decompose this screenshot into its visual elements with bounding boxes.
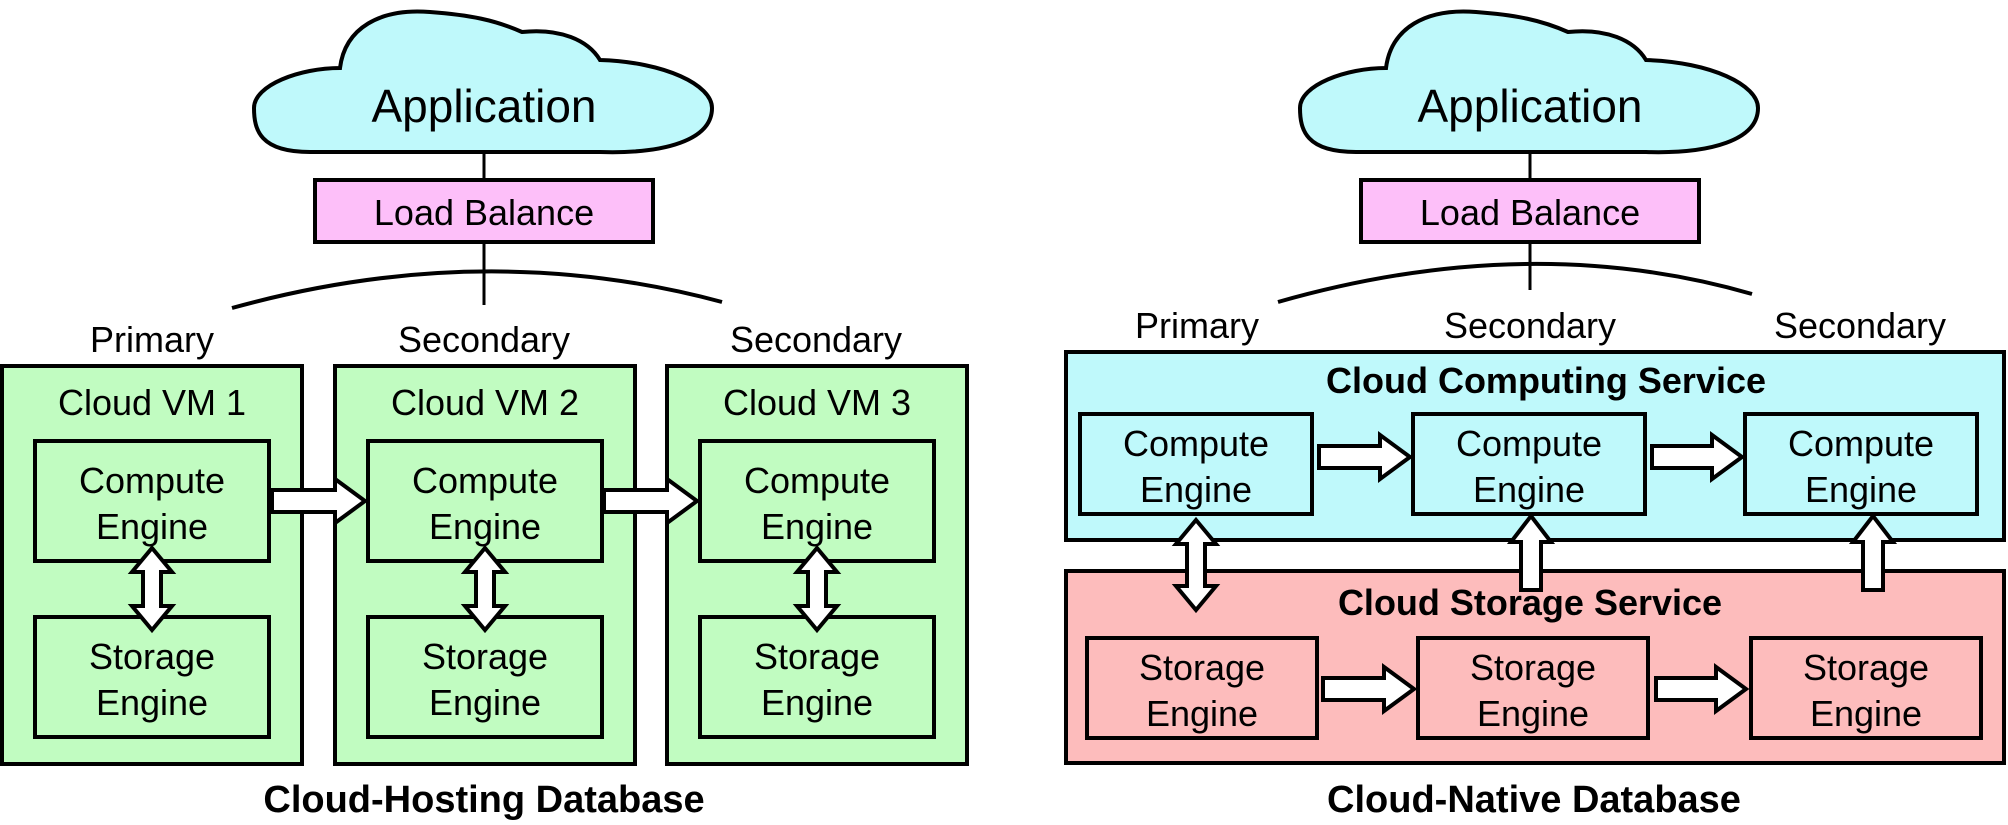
compute-engine-box-label-line1: Compute [1788,423,1934,464]
application-label: Application [371,80,596,132]
load-balance-box [313,178,655,244]
load-balance-label: Load Balance [1420,192,1640,233]
storage-engine-box-label-line2: Engine [761,682,873,723]
storage-engine-box-label-line1: Storage [89,636,215,677]
storage-engine-box-label-line2: Engine [1146,693,1258,734]
bidirectional-arrow [792,544,842,634]
compute-engine-box-label-line1: Compute [1456,423,1602,464]
compute-engine-box-label-line2: Engine [1473,469,1585,510]
replication-arrow [270,475,369,527]
role-label-primary: Primary [1135,305,1259,346]
storage-engine-box [1085,636,1319,740]
storage-engine-box-label-line2: Engine [1810,693,1922,734]
distribution-arc [1277,261,1753,304]
up-arrow [1848,512,1898,592]
storage-engine-box-label-line1: Storage [422,636,548,677]
application-cloud [251,9,715,155]
role-label-primary: Primary [90,319,214,360]
replication-arrow [1321,663,1418,715]
application-label: Application [1417,80,1642,132]
cloud-vm-title: Cloud VM 2 [391,382,579,423]
storage-engine-box-label-line1: Storage [1803,647,1929,688]
compute-engine-box [698,439,936,563]
cloud-hosting-diagram: Application Load Balance Primary Seconda… [0,9,969,821]
replication-arrow [1654,663,1750,715]
cloud-hosting-caption: Cloud-Hosting Database [263,779,704,821]
load-balance-label: Load Balance [374,192,594,233]
load-balance-box [1359,178,1701,244]
replication-arrow [602,475,701,527]
storage-engine-box [366,615,604,739]
cloud-native-caption: Cloud-Native Database [1327,779,1741,821]
cloud-computing-service-label: Cloud Computing Service [1326,360,1766,401]
role-label-secondary: Secondary [1774,305,1946,346]
bidirectional-arrow [460,544,510,634]
replication-arrow [1650,431,1746,483]
role-label-secondary: Secondary [730,319,902,360]
compute-engine-box-label-line1: Compute [79,460,225,501]
storage-engine-box-label-line1: Storage [1470,647,1596,688]
storage-engine-box [1749,636,1983,740]
compute-engine-box [33,439,271,563]
compute-engine-box [366,439,604,563]
role-label-secondary: Secondary [398,319,570,360]
compute-engine-box-label-line2: Engine [761,506,873,547]
cloud-native-diagram: Application Load Balance Primary Seconda… [1064,9,2006,821]
bidirectional-arrow [127,544,177,634]
compute-engine-box-label-line2: Engine [429,506,541,547]
storage-engine-box-label-line1: Storage [754,636,880,677]
compute-engine-box [1411,412,1647,516]
storage-engine-box-label-line1: Storage [1139,647,1265,688]
compute-engine-box-label-line1: Compute [744,460,890,501]
compute-engine-box [1078,412,1314,516]
storage-engine-box [1416,636,1650,740]
storage-engine-box-label-line2: Engine [1477,693,1589,734]
compute-engine-box-label-line1: Compute [412,460,558,501]
storage-engine-box [698,615,936,739]
storage-engine-box-label-line2: Engine [96,682,208,723]
replication-arrow [1317,431,1414,483]
compute-engine-box [1743,412,1979,516]
cloud-vm-title: Cloud VM 1 [58,382,246,423]
compute-engine-box-label-line1: Compute [1123,423,1269,464]
role-label-secondary: Secondary [1444,305,1616,346]
storage-engine-box [33,615,271,739]
compute-engine-box-label-line2: Engine [1805,469,1917,510]
bidirectional-arrow [1171,516,1221,614]
compute-engine-box-label-line2: Engine [1140,469,1252,510]
up-arrow [1506,512,1556,592]
application-cloud [1297,9,1761,155]
cloud-vm-title: Cloud VM 3 [723,382,911,423]
compute-engine-box-label-line2: Engine [96,506,208,547]
storage-engine-box-label-line2: Engine [429,682,541,723]
distribution-arc [231,269,723,310]
